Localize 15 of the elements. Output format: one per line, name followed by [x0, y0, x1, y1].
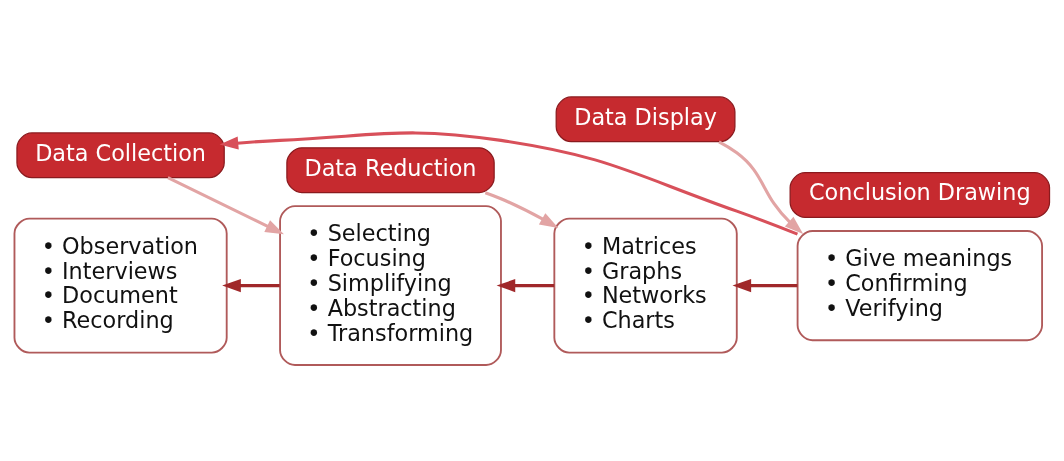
node-box: • Matrices • Graphs • Networks • Charts [553, 217, 738, 354]
arrow [496, 278, 555, 292]
arrow [222, 278, 280, 292]
arrow [219, 130, 799, 236]
node-box: Conclusion Drawing [789, 171, 1051, 218]
arrow [718, 140, 804, 234]
node-box: • Selecting • Focusing • Simplifying • Abstracting • Transforming [279, 204, 502, 366]
node-box: • Observation • Interviews • Document • Recording [13, 217, 228, 354]
arrow [484, 190, 559, 228]
node-box: • Give meanings • Confirming • Verifying [796, 229, 1043, 341]
node-box: Data Display [555, 95, 736, 142]
arrow [732, 278, 798, 292]
node-box: Data Collection [16, 131, 225, 178]
node-box: Data Reduction [286, 146, 495, 193]
arrow [167, 175, 284, 234]
